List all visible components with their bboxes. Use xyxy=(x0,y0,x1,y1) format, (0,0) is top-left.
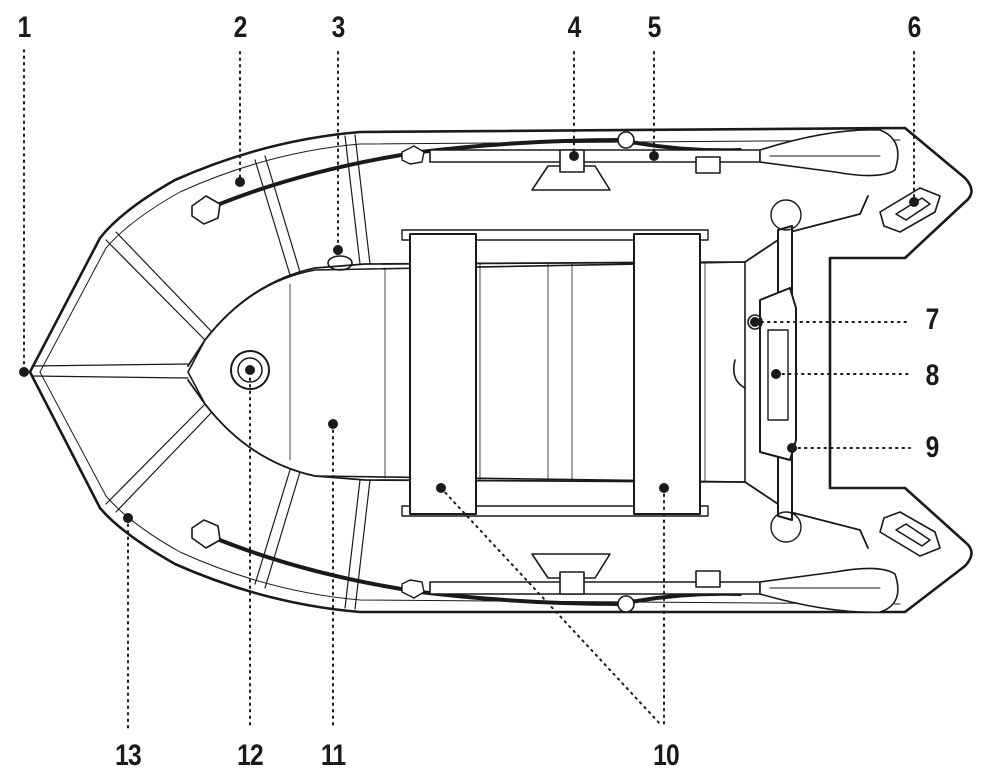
callout-3: 3 xyxy=(331,11,346,44)
oar-top xyxy=(429,129,899,177)
grab-rope-top xyxy=(203,138,742,212)
floor xyxy=(187,261,746,483)
oarlock-bottom xyxy=(531,553,635,613)
seat-rear xyxy=(633,233,701,515)
callout-dots xyxy=(19,151,919,523)
seat-front xyxy=(409,233,477,515)
callout-11: 11 xyxy=(320,739,346,772)
callout-7: 7 xyxy=(925,303,940,336)
hull-outer xyxy=(28,126,973,614)
floor-valve xyxy=(230,350,270,390)
callout-2: 2 xyxy=(233,11,248,44)
callout-5: 5 xyxy=(647,11,662,44)
callout-1: 1 xyxy=(17,11,32,44)
bow-seams xyxy=(31,134,371,610)
callout-8: 8 xyxy=(925,359,940,392)
callout-6: 6 xyxy=(907,11,922,44)
stern-handle-bottom xyxy=(879,511,941,557)
callout-13: 13 xyxy=(115,739,142,772)
stern-handle-top xyxy=(879,187,941,233)
callout-9: 9 xyxy=(925,431,940,464)
oar-bottom xyxy=(429,567,899,613)
tube-valve xyxy=(327,255,353,271)
callout-4: 4 xyxy=(567,11,582,44)
callout-10: 10 xyxy=(653,739,680,772)
leader-lines xyxy=(23,49,915,729)
grab-rope-bottom xyxy=(203,532,742,606)
callout-12: 12 xyxy=(237,739,264,772)
